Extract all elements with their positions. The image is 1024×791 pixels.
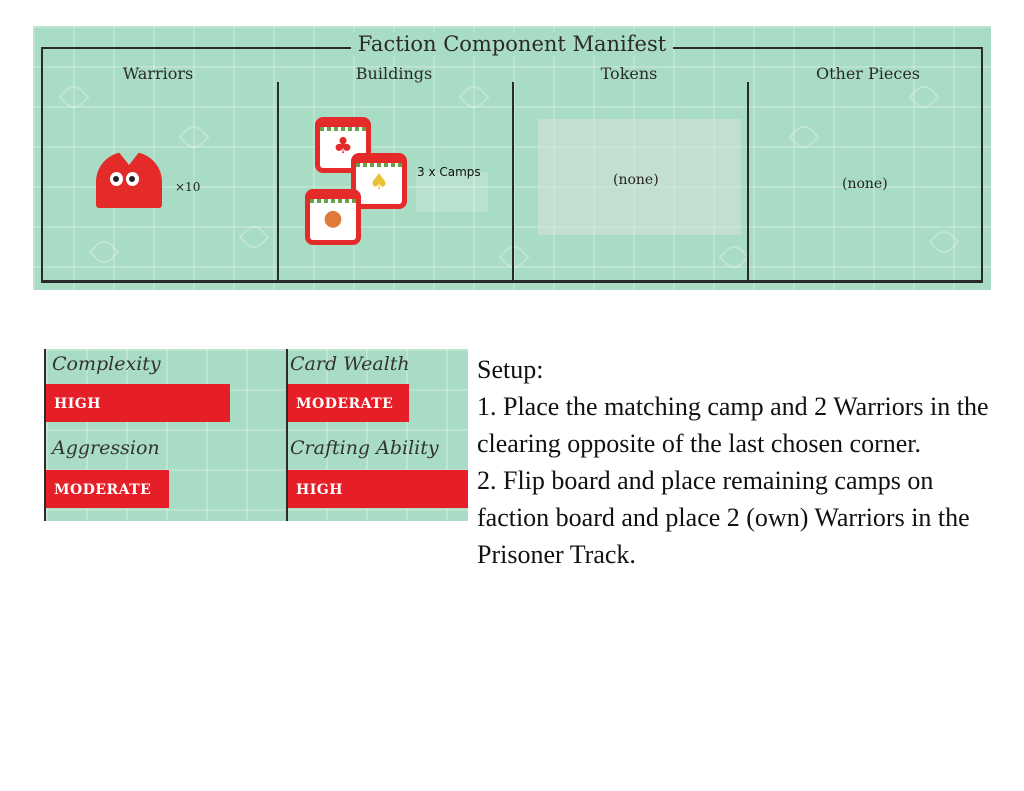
faction-stats: Complexity HIGH Card Wealth MODERATE Agg… (44, 349, 468, 521)
column-divider (747, 82, 749, 281)
setup-heading: Setup: (477, 355, 544, 384)
column-divider (277, 82, 279, 281)
other-pieces-value: (none) (842, 176, 888, 192)
crafting-label: Crafting Ability (290, 437, 439, 459)
aggression-label: Aggression (52, 437, 160, 459)
aggression-bar: MODERATE (46, 470, 169, 508)
warrior-meeple-icon (96, 151, 162, 208)
camp-label-box (416, 172, 488, 212)
setup-instructions: Setup: 1. Place the matching camp and 2 … (477, 351, 992, 573)
column-header-buildings: Buildings (355, 64, 433, 83)
column-header-tokens: Tokens (600, 64, 658, 83)
setup-step-2: 2. Flip board and place remaining camps … (477, 466, 970, 569)
camp-mouse-icon: ● (305, 189, 361, 245)
column-divider (512, 82, 514, 281)
tokens-value: (none) (613, 172, 659, 188)
manifest-title: Faction Component Manifest (33, 32, 991, 56)
card-wealth-label: Card Wealth (290, 353, 410, 375)
setup-step-1: 1. Place the matching camp and 2 Warrior… (477, 392, 989, 458)
crafting-bar: HIGH (288, 470, 468, 508)
stats-divider (286, 349, 288, 521)
tokens-placeholder (538, 119, 741, 235)
complexity-label: Complexity (52, 353, 161, 375)
complexity-bar: HIGH (46, 384, 230, 422)
buildings-label: 3 x Camps (417, 165, 481, 179)
column-header-other: Other Pieces (815, 64, 921, 83)
column-header-warriors: Warriors (122, 64, 194, 83)
component-manifest: Faction Component Manifest Warriors Buil… (33, 26, 991, 290)
card-wealth-bar: MODERATE (288, 384, 409, 422)
warrior-count: ×10 (175, 180, 201, 194)
